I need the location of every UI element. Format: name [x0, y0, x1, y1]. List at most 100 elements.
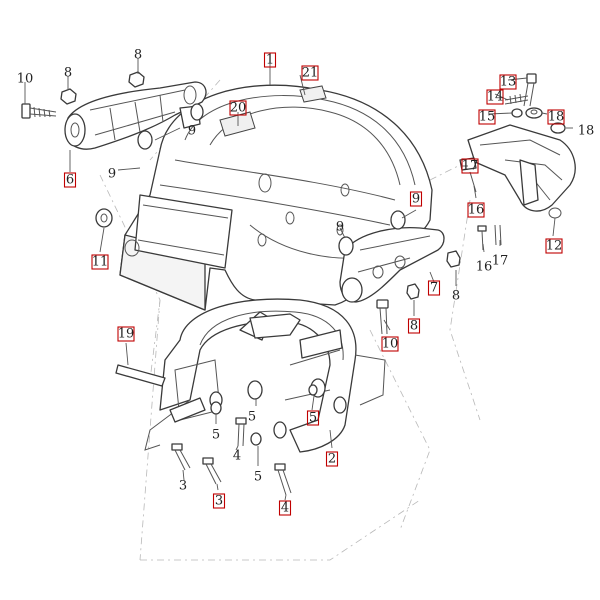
callout-3: 3: [179, 479, 187, 494]
callout-number: 1: [266, 53, 274, 68]
callout-13: 13: [499, 74, 517, 90]
callout-number: 4: [281, 501, 289, 516]
callout-3: 3: [212, 493, 226, 509]
callout-15: 15: [478, 109, 496, 125]
leader-lines: [24, 58, 573, 501]
right-side-bracket: [339, 226, 445, 303]
bolt-left: [21, 103, 57, 119]
washer-5-c: [308, 384, 318, 396]
callout-9: 9: [336, 220, 344, 235]
clip-17b: [494, 224, 502, 246]
callout-7: 7: [427, 280, 441, 296]
mounting-frame: [144, 298, 386, 453]
callout-number: 10: [382, 337, 399, 352]
grommet-18a: [525, 107, 543, 119]
callout-20: 20: [229, 100, 247, 116]
nut-left-2: [128, 71, 145, 88]
callout-box: [407, 318, 421, 334]
callout-number: 21: [302, 66, 319, 81]
callout-box: [461, 158, 479, 174]
washer-5-b: [250, 432, 262, 446]
bushing-right-1: [338, 236, 354, 256]
callout-number: 5: [309, 411, 317, 426]
callout-17: 17: [461, 158, 479, 174]
callout-8: 8: [452, 289, 460, 304]
nut-right-2: [406, 283, 420, 300]
bushing-left-2: [190, 103, 204, 121]
callout-number: 19: [118, 327, 135, 342]
bushing-left-1: [137, 130, 153, 150]
callout-11: 11: [91, 254, 109, 270]
callout-17: 17: [492, 254, 509, 269]
callout-box: [63, 172, 77, 188]
callout-4: 4: [278, 500, 292, 516]
callout-box: [547, 109, 565, 125]
callout-number: 9: [108, 167, 116, 182]
callout-box: [478, 109, 496, 125]
callout-box: [499, 74, 517, 90]
upper-right-bracket: [467, 124, 576, 219]
callout-box: [263, 52, 277, 68]
callout-number: 5: [248, 410, 256, 425]
bolt-3-a: [171, 443, 191, 471]
callout-box: [381, 336, 399, 352]
callout-number: 11: [92, 255, 109, 270]
grommet-18b: [550, 122, 566, 134]
callout-box: [427, 280, 441, 296]
callout-number: 3: [215, 494, 223, 509]
callout-8: 8: [407, 318, 421, 334]
callout-box: [486, 89, 504, 105]
callout-19: 19: [117, 326, 135, 342]
callout-box: [278, 500, 292, 516]
callout-18: 18: [547, 109, 565, 125]
callout-number: 18: [578, 124, 595, 139]
bolt-4-b: [274, 463, 292, 496]
washer-15: [511, 108, 523, 118]
nut-left-1: [60, 88, 77, 105]
washer-11: [95, 208, 113, 228]
callout-number: 8: [410, 319, 418, 334]
callout-box: [229, 100, 247, 116]
bolt-right: [376, 299, 389, 335]
callout-number: 17: [492, 254, 509, 269]
callout-number: 5: [254, 470, 262, 485]
callout-1: 1: [263, 52, 277, 68]
callout-box: [325, 451, 339, 467]
callout-5: 5: [212, 428, 220, 443]
callout-box: [212, 493, 226, 509]
callout-number: 13: [500, 75, 517, 90]
bolt-3-b: [202, 457, 222, 485]
callout-box: [545, 238, 563, 254]
callout-number: 2: [328, 452, 336, 467]
callout-box: [117, 326, 135, 342]
callout-12: 12: [545, 238, 563, 254]
callout-2: 2: [325, 451, 339, 467]
callout-box: [409, 191, 423, 207]
callout-4: 4: [233, 449, 241, 464]
callout-number: 5: [212, 428, 220, 443]
left-side-bracket: [64, 81, 207, 150]
callout-6: 6: [63, 172, 77, 188]
label-sticker-21: [299, 85, 327, 103]
callout-number: 8: [452, 289, 460, 304]
callout-number: 9: [336, 220, 344, 235]
bushing-right-2: [390, 210, 406, 230]
callout-8: 8: [134, 48, 142, 63]
callout-number: 14: [487, 90, 504, 105]
callout-box: [301, 65, 319, 81]
callout-number: 16: [468, 203, 485, 218]
callout-number: 10: [17, 72, 34, 87]
callout-16: 16: [467, 202, 485, 218]
callout-8: 8: [64, 66, 72, 81]
callout-5: 5: [254, 470, 262, 485]
callout-5: 5: [248, 410, 256, 425]
nut-right-1: [446, 250, 461, 268]
callout-number: 8: [64, 66, 72, 81]
callout-10: 10: [17, 72, 34, 87]
callout-9: 9: [409, 191, 423, 207]
washer-5-a: [210, 401, 222, 415]
callout-box: [467, 202, 485, 218]
callout-number: 3: [179, 479, 187, 494]
callout-16: 16: [476, 260, 493, 275]
